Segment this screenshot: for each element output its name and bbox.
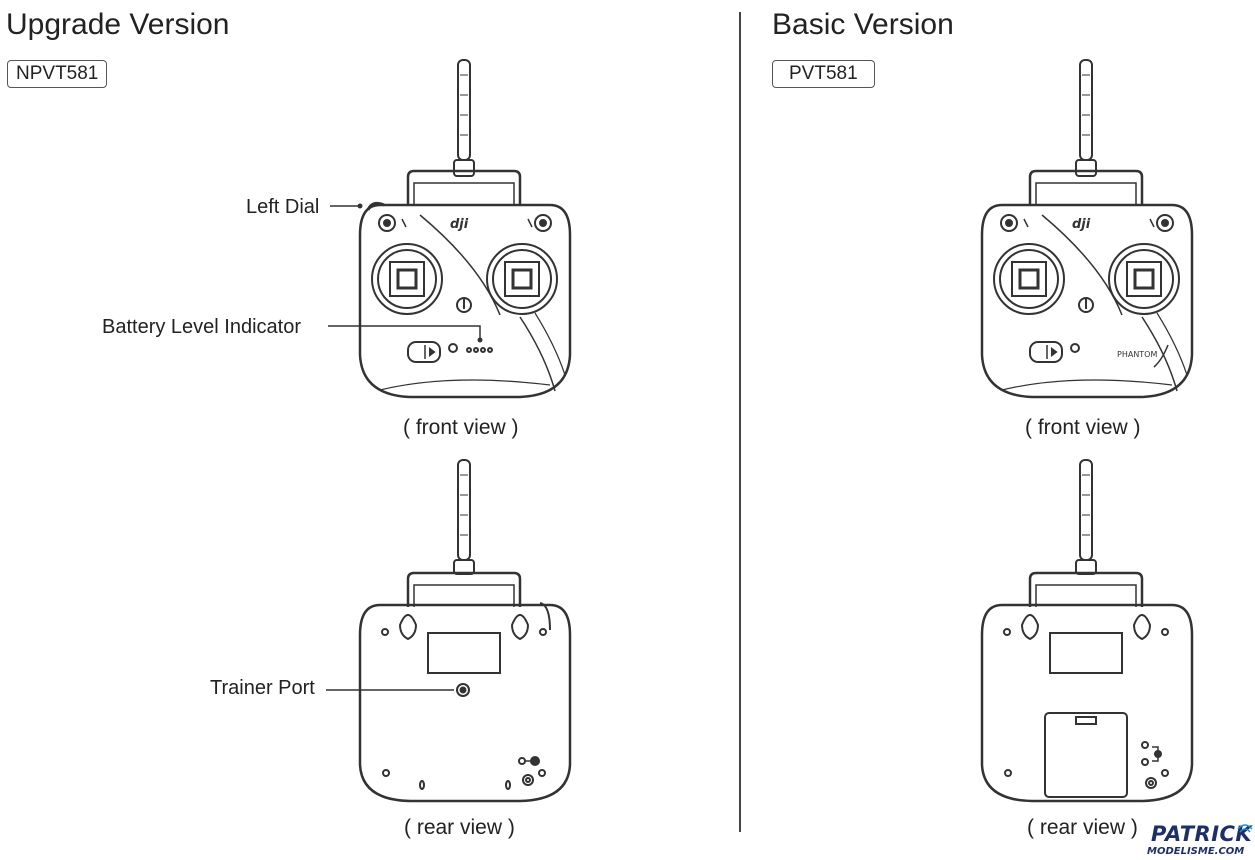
basic-front-view: dji PHANTOM	[980, 59, 1194, 399]
upgrade-rear-view	[358, 459, 572, 803]
battery-indicator-label: Battery Level Indicator	[102, 316, 301, 338]
handle	[1028, 571, 1144, 607]
controller-body	[980, 603, 1194, 803]
phantom-logo: PHANTOM	[1117, 350, 1157, 359]
controller-body	[358, 603, 572, 803]
basic-rear-view	[980, 459, 1194, 803]
dji-logo: dji	[1072, 217, 1091, 232]
controller-body	[980, 203, 1194, 399]
left-dial-leader	[330, 203, 363, 209]
basic-model-badge: PVT581	[772, 60, 875, 88]
watermark-main-text: PATRICK	[1151, 822, 1253, 846]
upgrade-rear-caption: ( rear view )	[404, 816, 515, 839]
upgrade-version-title: Upgrade Version	[6, 8, 230, 41]
signal-icon	[1237, 824, 1253, 833]
trainer-port-icon	[456, 683, 470, 697]
dji-logo: dji	[450, 217, 469, 232]
version-divider	[739, 12, 741, 832]
controller-body	[358, 203, 572, 399]
basic-front-caption: ( front view )	[1025, 416, 1141, 439]
battery-indicator-leader	[328, 325, 483, 343]
left-dial-label: Left Dial	[246, 196, 320, 218]
handle	[1028, 169, 1144, 205]
trainer-port-leader	[326, 689, 454, 691]
upgrade-front-caption: ( front view )	[403, 416, 519, 439]
upgrade-front-view: dji	[358, 59, 572, 399]
handle	[406, 169, 522, 205]
basic-version-title: Basic Version	[772, 8, 954, 41]
watermark-logo: PATRICK MODELISME.COM	[1145, 822, 1253, 858]
watermark-sub-text: MODELISME.COM	[1147, 846, 1245, 857]
basic-rear-caption: ( rear view )	[1027, 816, 1138, 839]
trainer-port-label: Trainer Port	[210, 677, 315, 699]
handle	[406, 571, 522, 607]
upgrade-model-badge: NPVT581	[7, 60, 108, 88]
battery-door	[1044, 712, 1128, 798]
